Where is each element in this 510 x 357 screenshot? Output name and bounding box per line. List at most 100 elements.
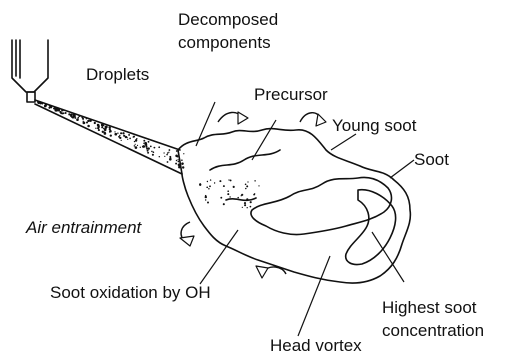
droplet-dot [158,146,160,148]
precursor-dot [244,202,246,204]
droplet-dot [121,140,122,141]
precursor-dot [214,182,215,183]
droplet-dot [97,125,99,127]
precursor-dot [245,188,247,190]
droplet-dot [147,150,149,152]
droplet-dot [163,152,164,153]
droplet-dot [87,125,90,128]
droplet-dot [140,147,141,148]
droplet-dot [117,132,118,133]
precursor-dot [208,188,210,190]
droplet-dot [168,152,169,153]
droplet-dot [109,128,111,130]
droplet-dot [153,151,155,153]
precursor-dot [241,195,242,196]
droplet-dot [65,112,67,114]
droplet-dot [37,102,39,104]
precursor-dot [253,194,255,196]
label-soot-oxidation: Soot oxidation by OH [50,283,211,302]
droplet-dot [135,146,138,149]
droplet-dot [143,143,144,144]
label-highest-line1: Highest soot [382,298,477,317]
droplet-dot [175,154,178,157]
curved-arrow-top-left [218,112,248,124]
droplet-dot [61,109,64,112]
droplets-scatter [37,101,260,208]
label-droplets: Droplets [86,65,149,84]
droplet-dot [176,160,177,161]
droplet-dot [167,152,169,154]
precursor-dot [228,179,229,180]
precursor-dot [223,185,225,187]
precursor-dot [247,181,248,182]
droplet-dot [114,133,117,136]
droplet-dot [133,136,135,138]
precursor-dot [223,203,225,205]
droplet-dot [134,145,136,147]
droplet-dot [182,166,184,168]
curved-arrow-left [180,222,194,246]
droplet-dot [153,147,155,149]
labels: Decomposed components Droplets Precursor… [25,10,484,355]
droplet-dot [70,115,72,117]
droplet-dot [83,122,86,125]
droplet-dot [169,158,172,161]
precursor-dot [237,197,238,198]
precursor-dot [247,207,248,208]
droplet-dot [145,146,147,148]
droplet-dot [41,103,43,105]
precursor-dot [242,207,243,208]
droplet-dot [51,107,52,108]
droplet-dot [143,140,145,142]
droplet-dot [114,131,115,132]
precursor-dot [233,186,235,188]
droplet-dot [126,137,127,138]
precursor-dot [220,197,222,199]
spray-flame-body [178,129,410,284]
precursor-dot [205,199,206,200]
droplet-dot [177,159,178,160]
precursor-dot [219,180,221,182]
label-head-vortex: Head vortex [270,336,362,355]
droplet-dot [167,161,169,163]
droplet-dot [181,159,183,161]
curved-arrow-top-right [300,113,326,126]
precursor-dot [207,202,209,204]
label-decomposed-line1: Decomposed [178,10,278,29]
droplet-dot [151,151,153,153]
droplet-dot [110,134,112,136]
droplet-dot [120,132,122,134]
droplet-dot [123,135,125,137]
droplet-dot [150,146,152,148]
precursor-dot [199,184,201,186]
label-soot: Soot [414,150,449,169]
precursor-dot [250,201,252,203]
precursor-dot [229,196,230,197]
droplet-dot [129,138,131,140]
droplet-dot [122,132,124,134]
precursor-dot [227,190,229,192]
droplet-dot [164,156,165,157]
droplet-dot [77,117,79,119]
precursor-dot [227,193,229,195]
droplet-dot [128,134,130,136]
droplet-dot [182,163,183,164]
precursor-dot [244,204,246,206]
precursor-dot [210,179,211,180]
droplet-dot [94,122,96,124]
droplet-dot [135,144,136,145]
droplet-dot [136,138,138,140]
droplet-dot [127,139,128,140]
droplet-dot [98,129,100,131]
precursor-dot [246,185,248,187]
precursor-dot [245,183,247,185]
droplet-dot [82,118,84,120]
droplet-dot [95,128,96,129]
precursor-dot [254,180,255,181]
droplet-dot [135,139,137,141]
injector-nozzle [12,40,48,102]
droplet-dot [166,154,168,156]
precursor-dot [205,196,207,198]
precursor-dot [230,179,232,181]
